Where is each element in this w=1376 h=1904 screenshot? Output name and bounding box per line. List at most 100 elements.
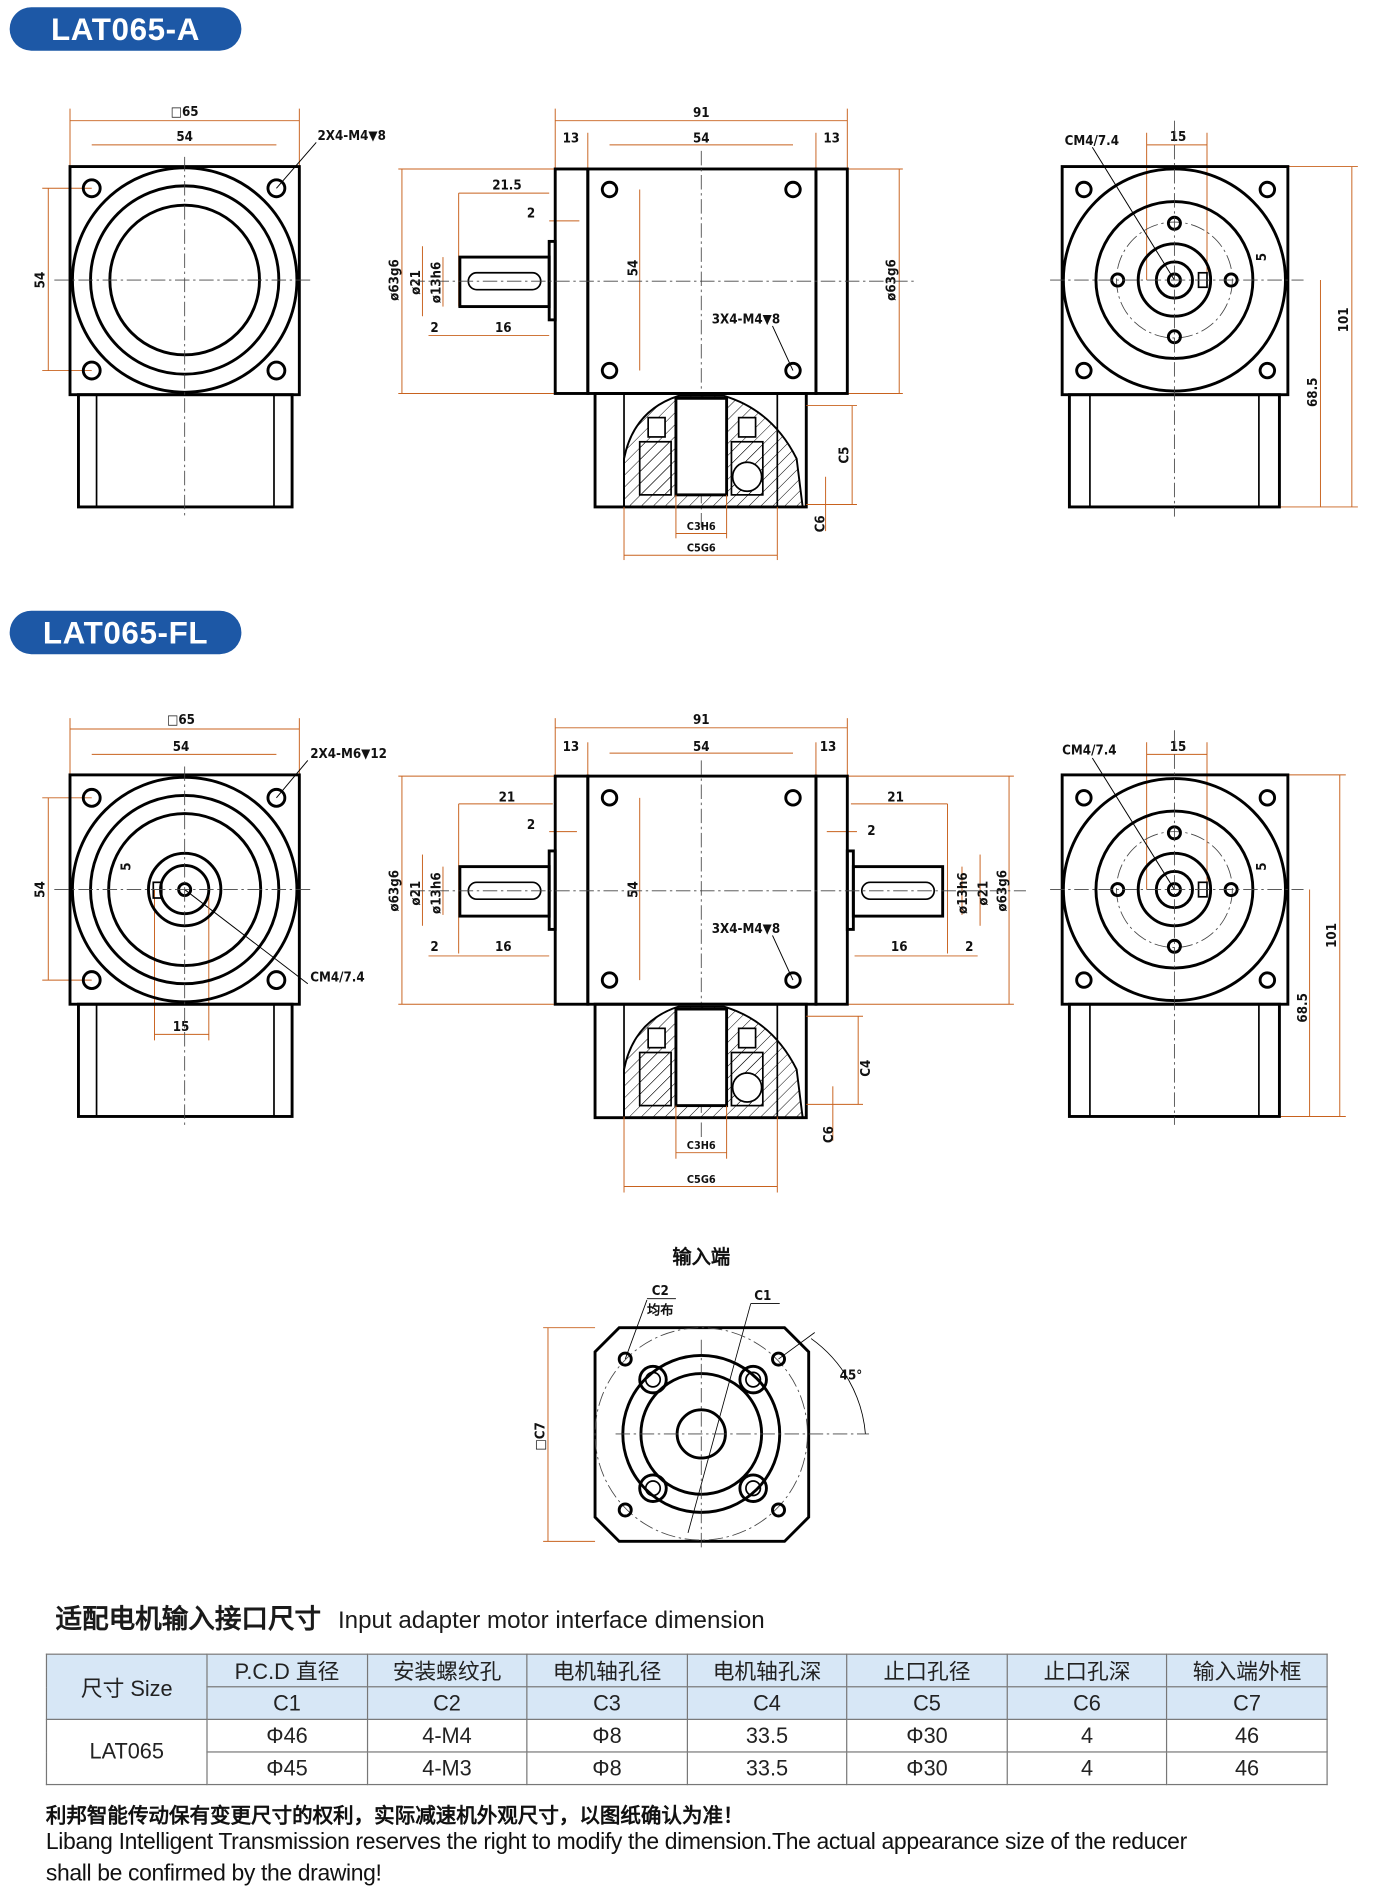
dim-shaft-dia-left: ø13h6: [430, 872, 445, 914]
table-cell: 33.5: [686, 1718, 848, 1753]
lat065-a-front-view: □65 54 2X4-M4▼8 54: [34, 105, 386, 517]
dim-c3: C3H6: [687, 520, 716, 533]
dim-pitch: 54: [176, 130, 193, 145]
dim-pitch-vertical: 54: [626, 881, 641, 898]
dim-square: □65: [171, 105, 199, 120]
label-c7: □C7: [533, 1422, 548, 1450]
header-code: C4: [686, 1686, 848, 1720]
dim-key-width: 5: [1255, 862, 1270, 870]
model-badge-lat065-a: LAT065-A: [9, 7, 242, 51]
header-row-code: C1 C2 C3 C4 C5 C6 C7: [46, 1686, 1328, 1720]
dim-c5: C5: [838, 447, 853, 464]
dim-flange-right: 13: [823, 131, 840, 146]
dim-key-offset: 15: [1170, 130, 1187, 145]
header-code: C6: [1006, 1686, 1168, 1720]
dim-height: 101: [1337, 307, 1352, 332]
dim-gap: 2: [430, 321, 438, 336]
header-code: C3: [526, 1686, 688, 1720]
mount-hole: [81, 360, 102, 381]
header-cell: 电机轴孔径: [526, 1653, 688, 1688]
dim-dia-21-left: ø21: [409, 881, 424, 906]
size-header: 尺寸 Size: [45, 1653, 208, 1720]
model-badge-lat065-fl: LAT065-FL: [9, 610, 242, 655]
header-code: C7: [1166, 1686, 1328, 1720]
dim-key-offset: 15: [1170, 740, 1187, 755]
table-cell: Φ30: [846, 1751, 1008, 1786]
output-shaft-section: [593, 392, 808, 509]
lat065-a-rear-view: 15 CM4/7.4 5 101 68.5: [1050, 120, 1358, 517]
header-cell: 止口孔深: [1006, 1653, 1168, 1688]
dim-shoulder: 2: [527, 206, 535, 221]
dim-center-hole: CM4/7.4: [1062, 743, 1116, 758]
dim-key-width: 5: [119, 862, 134, 870]
dim-pitch-vertical: 54: [34, 881, 49, 898]
table-row: Φ45 4-M3 Φ8 33.5 Φ30 4 46: [46, 1751, 1328, 1786]
label-c2-note: 均布: [647, 1301, 674, 1318]
header-code: C1: [206, 1686, 368, 1720]
table-title-cn: 适配电机输入接口尺寸: [55, 1605, 322, 1636]
table-cell: 46: [1166, 1718, 1328, 1753]
header-cell: 安装螺纹孔: [366, 1653, 528, 1688]
dim-key-length: 16: [495, 321, 512, 336]
header-row-cn: 尺寸 Size P.C.D 直径 安装螺纹孔 电机轴孔径 电机轴孔深 止口孔径 …: [45, 1653, 1328, 1720]
dim-shaft-dia-right: ø13h6: [956, 872, 971, 914]
dim-holes: 2X4-M4▼8: [317, 129, 385, 144]
output-shaft-section: [593, 1002, 808, 1120]
table-row: LAT065 Φ46 4-M4 Φ8 33.5 Φ30 4 46: [45, 1718, 1328, 1786]
table-cell: 4-M3: [366, 1751, 528, 1786]
table-cell: Φ8: [526, 1718, 688, 1753]
table-cell: 4: [1006, 1718, 1168, 1753]
lat065-fl-rear-view: 15 CM4/7.4 5 101 68.5: [1050, 730, 1346, 1125]
table-cell: 4: [1006, 1751, 1168, 1786]
dim-pilot-right: ø63g6: [885, 259, 900, 301]
mount-hole: [266, 360, 287, 381]
dim-shaft-length: 21.5: [492, 178, 521, 193]
dim-pitch: 54: [173, 740, 190, 755]
dim-pitch-vertical: 54: [626, 260, 641, 277]
dim-shaft-length-left: 21: [499, 790, 516, 805]
dim-shaft-length-right: 21: [887, 790, 904, 805]
table-cell: Φ46: [206, 1718, 368, 1753]
table-title-en: Input adapter motor interface dimension: [337, 1607, 765, 1635]
dim-overall: 91: [693, 106, 710, 121]
dim-key-offset: 15: [173, 1020, 190, 1035]
dim-shoulder-right: 2: [867, 824, 875, 839]
header-code: C5: [846, 1686, 1008, 1720]
dim-flange-left: 13: [563, 740, 580, 755]
dim-center-hole: CM4/7.4: [1065, 134, 1119, 149]
table-cell: 4-M4: [366, 1718, 528, 1753]
mount-hole: [81, 178, 102, 199]
dim-key-width: 5: [1255, 253, 1270, 261]
input-end-view: 输入端 C2 均布 C1 45° □C7: [533, 1246, 870, 1551]
dim-holes: 3X4-M4▼8: [712, 922, 780, 937]
dim-c5g6: C5G6: [687, 1173, 716, 1186]
lat065-fl-front-view: □65 54 2X4-M6▼12 54 5 CM4/7.4 15: [34, 713, 387, 1125]
label-c2: C2: [652, 1284, 669, 1299]
dim-pitch-vertical: 54: [34, 272, 49, 289]
dim-center-hole: CM4/7.4: [310, 970, 364, 985]
dim-c3: C3H6: [687, 1139, 716, 1152]
table-title: 适配电机输入接口尺寸 Input adapter motor interface…: [56, 1598, 765, 1637]
label-angle: 45°: [840, 1369, 863, 1384]
dim-shaft-dia: ø13h6: [430, 262, 445, 304]
disclaimer-cn: 利邦智能传动保有变更尺寸的权利，实际减速机外观尺寸，以图纸确认为准！: [45, 1804, 744, 1829]
dim-dia-21: ø21: [409, 270, 424, 295]
dim-flange-right: 13: [820, 740, 837, 755]
dim-key-length-left: 16: [495, 940, 512, 955]
disclaimer-en-line2: shall be confirmed by the drawing!: [45, 1861, 382, 1887]
dim-pitch: 54: [693, 131, 710, 146]
lat065-fl-side-view: 91 13 54 13 21 2 21 2 ø63g6 ø21 ø13h6 2 …: [387, 713, 1026, 1193]
dim-c6: C6: [813, 515, 828, 532]
table-cell: Φ8: [526, 1751, 688, 1786]
dim-pitch: 54: [693, 740, 710, 755]
dim-pilot-left: ø63g6: [387, 870, 402, 912]
mount-hole: [266, 178, 287, 199]
lat065-a-side-view: 91 13 54 13 21.5 2 ø63g6 ø21 ø13h6 2 16 …: [387, 106, 918, 561]
table-cell: 33.5: [686, 1751, 848, 1786]
header-cell: P.C.D 直径: [206, 1653, 368, 1688]
table-cell: Φ30: [846, 1718, 1008, 1753]
dim-flange-left: 13: [563, 131, 580, 146]
dim-overall: 91: [693, 713, 710, 728]
interface-dimension-table: 尺寸 Size P.C.D 直径 安装螺纹孔 电机轴孔径 电机轴孔深 止口孔径 …: [45, 1653, 1328, 1786]
input-end-title: 输入端: [672, 1246, 730, 1269]
